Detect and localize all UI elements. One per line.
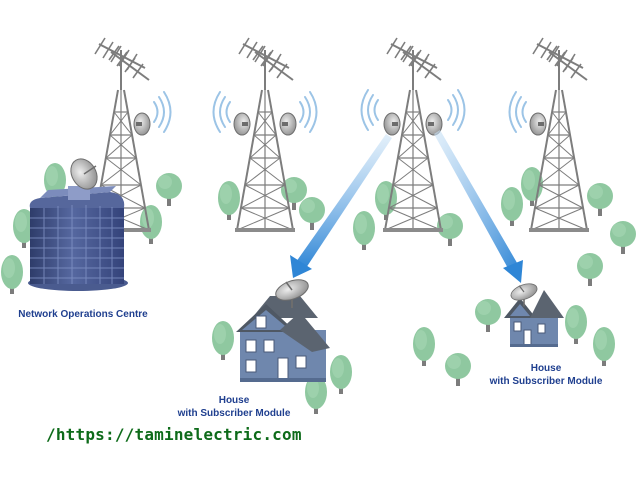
signal-beam-icon: [290, 255, 312, 278]
tree-icon: [330, 355, 352, 394]
noc-label: Network Operations Centre: [8, 308, 158, 321]
tree-icon: [593, 327, 615, 366]
tree-icon: [445, 353, 471, 386]
house-2-label-line2: with Subscriber Module: [489, 376, 603, 387]
dish-icon: [507, 279, 541, 308]
signal-waves-icon: [360, 89, 379, 131]
signal-beam-left: [290, 134, 392, 278]
signal-waves-icon: [153, 91, 172, 133]
house-icon: [504, 279, 564, 347]
signal-waves-icon: [447, 89, 466, 131]
signal-waves-icon: [212, 91, 231, 133]
tree-icon: [610, 221, 636, 254]
tree-icon: [413, 327, 435, 366]
dish-icon: [233, 112, 251, 136]
dish-icon: [529, 112, 547, 136]
house-2-label-line1: House: [530, 363, 562, 374]
building-icon: [28, 158, 128, 291]
dish-icon: [133, 112, 151, 136]
house-1-label-line1: House: [218, 395, 250, 406]
tree-icon: [212, 321, 234, 360]
tree-icon: [587, 183, 613, 216]
house-1-label: House with Subscriber Module: [172, 394, 296, 420]
signal-waves-icon: [299, 91, 318, 133]
website-watermark: /https://taminelectric.com: [46, 425, 302, 444]
house-1-label-line2: with Subscriber Module: [177, 408, 291, 419]
tree-icon: [475, 299, 501, 332]
tree-icon: [1, 255, 23, 294]
tree-icon: [218, 181, 240, 220]
tree-icon: [140, 205, 162, 244]
house-2: [413, 279, 615, 386]
dish-icon: [279, 112, 297, 136]
tree-icon: [501, 187, 523, 226]
dish-icon: [383, 112, 401, 136]
tree-icon: [577, 253, 603, 286]
tree-icon: [299, 197, 325, 230]
tree-icon: [353, 211, 375, 250]
signal-beam-icon: [503, 260, 523, 283]
signal-waves-icon: [508, 91, 527, 133]
dish-icon: [70, 158, 98, 190]
signal-beam-right: [434, 130, 523, 283]
tree-icon: [565, 305, 587, 344]
house-icon: [236, 274, 330, 382]
noc-label-text: Network Operations Centre: [18, 309, 148, 320]
house-2-label: House with Subscriber Module: [484, 362, 608, 388]
house-1: [212, 274, 352, 414]
tree-icon: [156, 173, 182, 206]
